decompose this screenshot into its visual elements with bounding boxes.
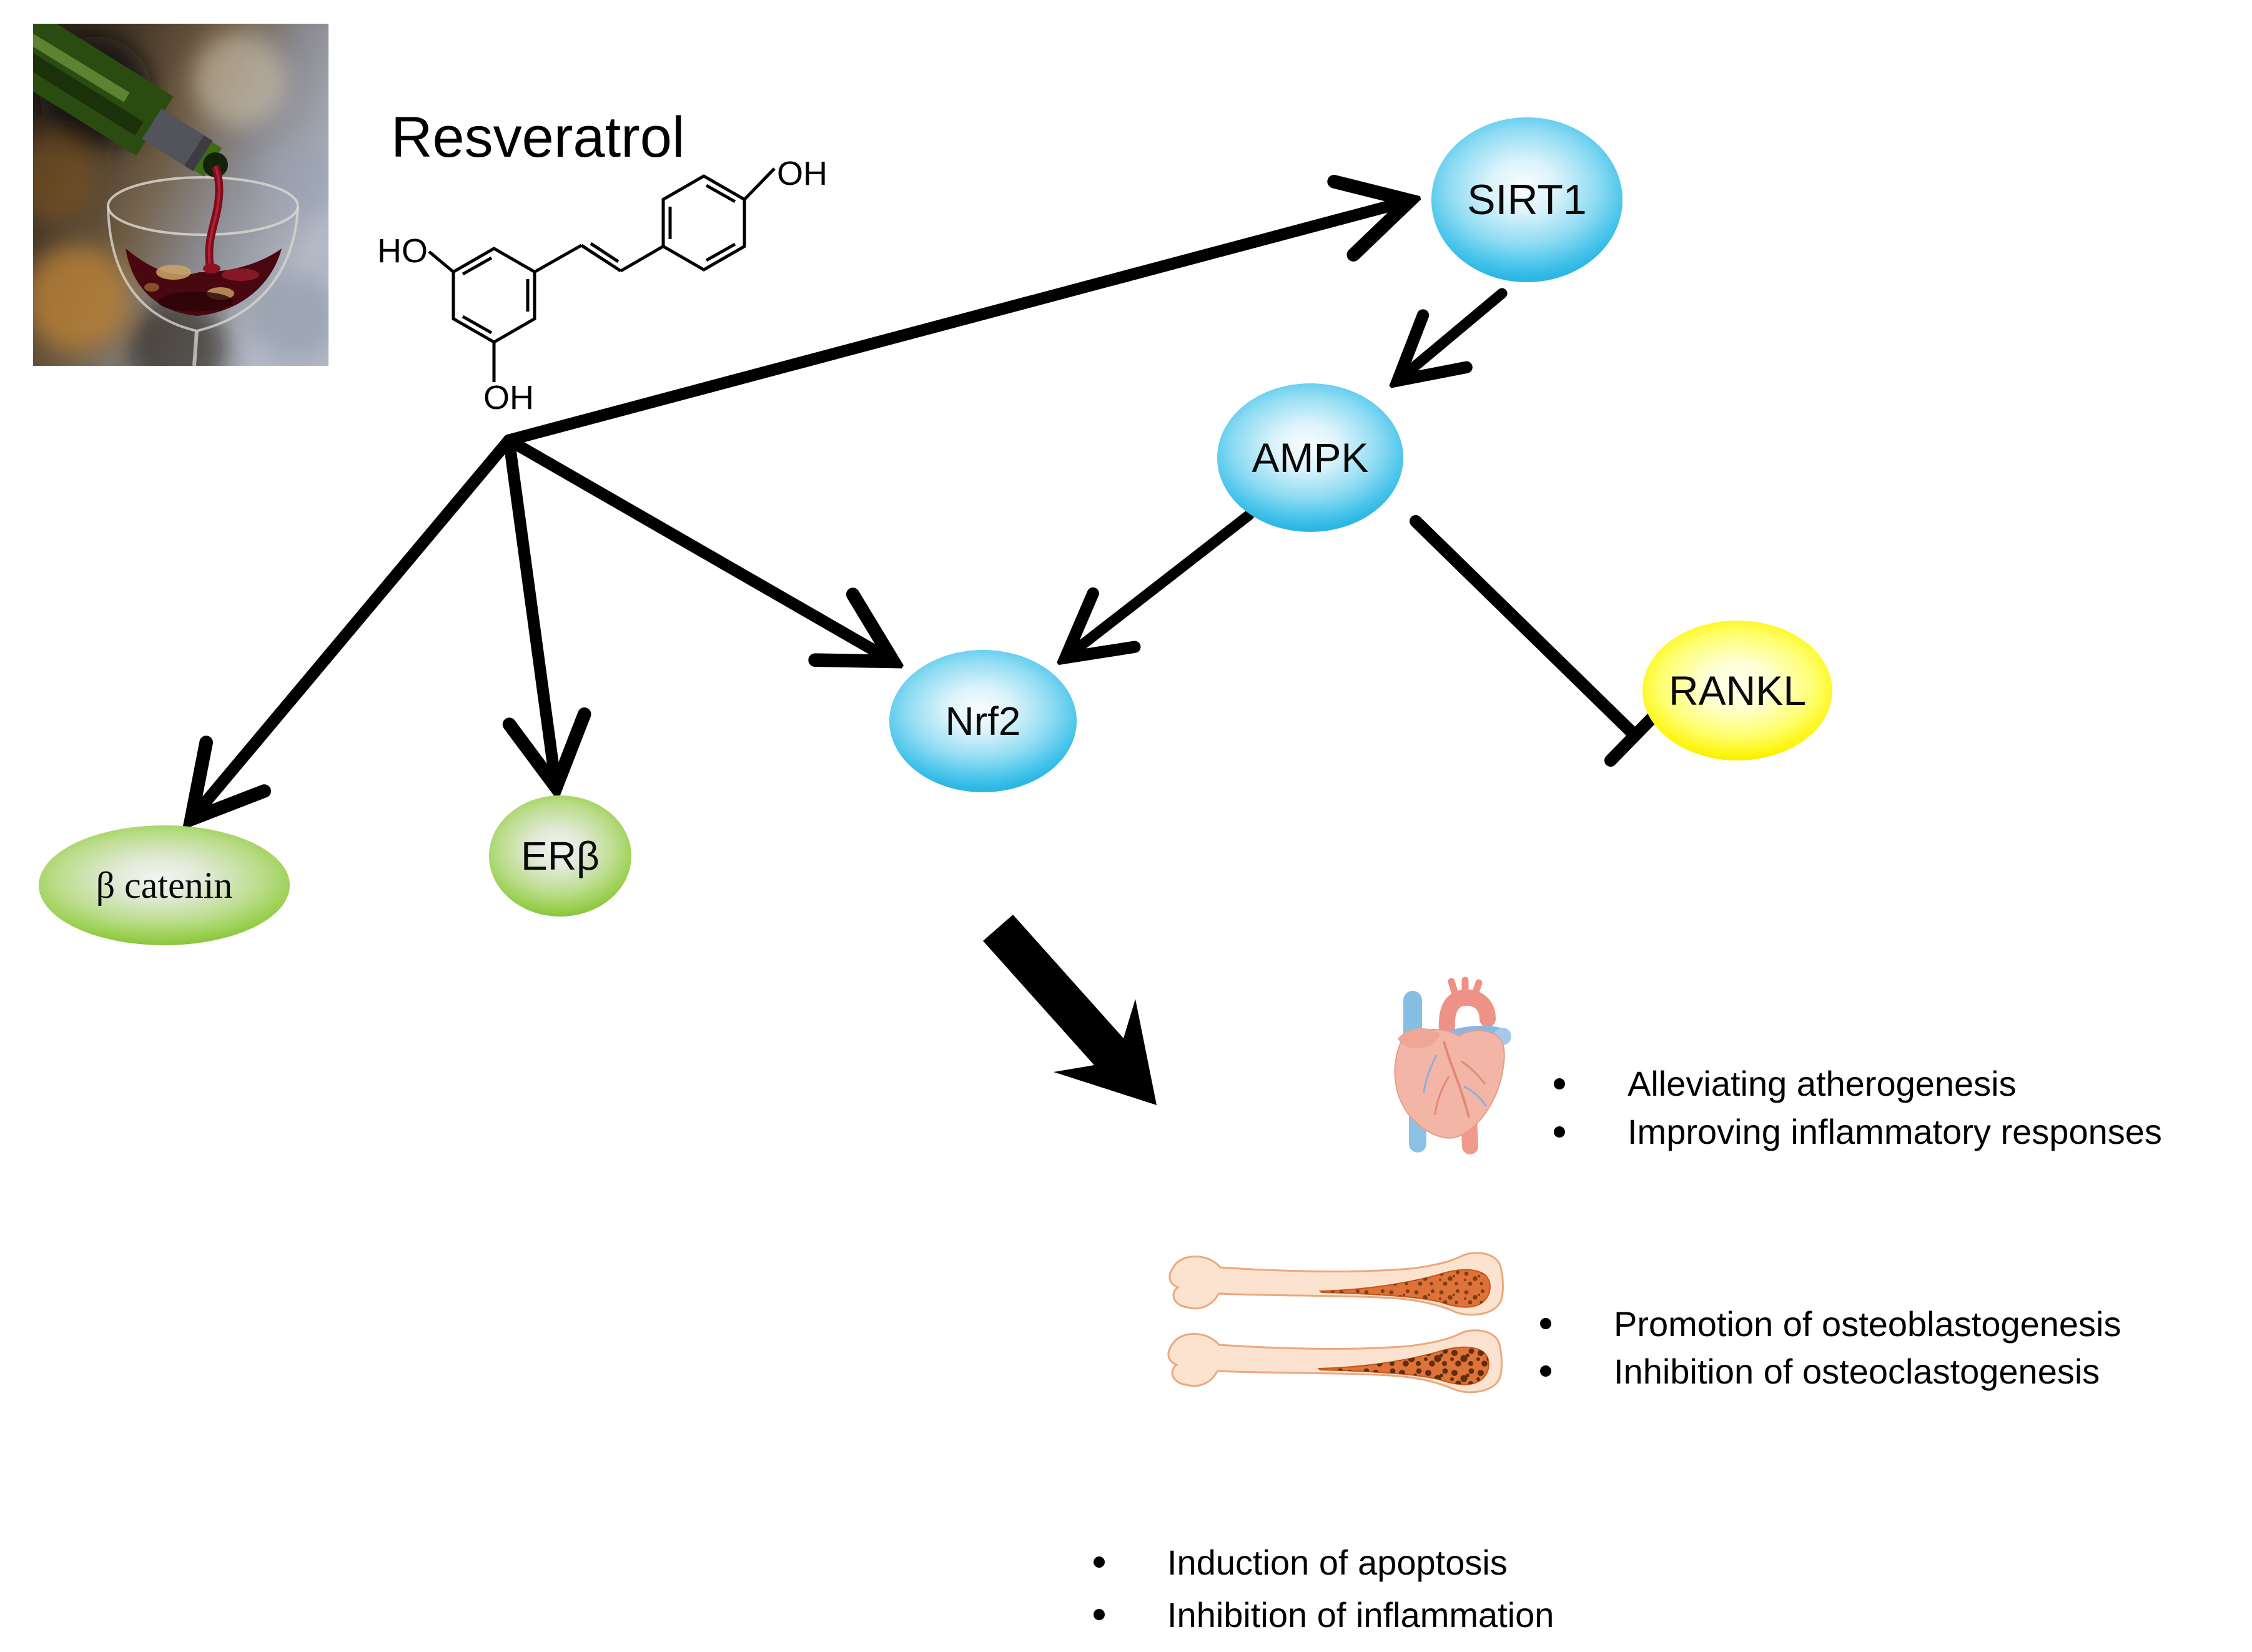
node-ampk: AMPK	[1217, 383, 1403, 532]
wine-stream	[203, 164, 224, 273]
thick-arrow-nrf2-to-outcomes	[983, 915, 1157, 1105]
node-beta-catenin: β catenin	[39, 825, 290, 945]
node-er-beta-label: ERβ	[521, 833, 600, 878]
bullet-dot	[1094, 1556, 1105, 1568]
list-item: Inhibition of osteoclastogenesis	[1540, 1347, 2121, 1395]
hydroxyl-bottom-label: OH	[483, 379, 534, 416]
bullet-dot	[1540, 1365, 1551, 1377]
bone-icon-healthy	[1168, 1252, 1504, 1316]
bullet-dot	[1554, 1078, 1565, 1089]
arrow-ampk-to-nrf2	[1067, 509, 1255, 657]
wine-bottle	[33, 24, 228, 177]
arrow-resveratrol-to-sirt1	[503, 201, 1408, 446]
list-item: Induction of apoptosis	[1094, 1536, 1554, 1588]
cardio-outcome-1: Alleviating atherogenesis	[1627, 1064, 2017, 1103]
arrow-resveratrol-to-er-beta	[509, 434, 556, 785]
bullet-dot	[1094, 1609, 1105, 1620]
node-sirt1: SIRT1	[1431, 117, 1622, 282]
general-outcome-1: Induction of apoptosis	[1167, 1542, 1508, 1582]
node-er-beta: ERβ	[489, 795, 631, 917]
list-item: Inhibition of inflammation	[1094, 1588, 1554, 1641]
arrow-resveratrol-to-beta-catenin	[192, 434, 515, 818]
bone-outcomes-list: Promotion of osteoblastogenesis Inhibiti…	[1540, 1300, 2121, 1395]
arrow-sirt1-to-ampk	[1399, 288, 1508, 380]
general-outcome-2: Inhibition of inflammation	[1167, 1595, 1554, 1635]
heart-icon	[1394, 976, 1511, 1154]
resveratrol-structure-icon: HO OH OH	[377, 155, 827, 416]
figure-title: Resveratrol	[391, 106, 685, 169]
hydroxyl-right-label: OH	[777, 155, 827, 192]
node-nrf2-label: Nrf2	[945, 699, 1021, 744]
bone-outcome-1: Promotion of osteoblastogenesis	[1614, 1304, 2121, 1344]
cardio-outcome-2: Improving inflammatory responses	[1627, 1112, 2162, 1151]
node-rankl: RANKL	[1642, 621, 1832, 760]
bullet-dot	[1554, 1126, 1565, 1138]
cardio-outcomes-list: Alleviating atherogenesis Improving infl…	[1554, 1060, 2162, 1156]
node-beta-catenin-label: β catenin	[96, 864, 233, 906]
general-outcomes-list: Induction of apoptosis Inhibition of inf…	[1094, 1536, 1554, 1641]
list-item: Promotion of osteoblastogenesis	[1540, 1300, 2121, 1347]
hydroxyl-left-label: HO	[377, 232, 428, 270]
list-item: Alleviating atherogenesis	[1554, 1060, 2162, 1108]
node-sirt1-label: SIRT1	[1467, 176, 1587, 224]
node-rankl-label: RANKL	[1668, 667, 1807, 714]
node-ampk-label: AMPK	[1252, 435, 1369, 481]
bone-icon-osteoporotic	[1167, 1329, 1503, 1394]
wine-glass	[107, 176, 299, 366]
arrow-resveratrol-to-nrf2	[503, 434, 892, 661]
node-nrf2: Nrf2	[889, 650, 1077, 792]
inhibition-ampk-to-rankl	[1410, 515, 1666, 767]
bullet-dot	[1540, 1318, 1551, 1329]
list-item: Improving inflammatory responses	[1554, 1108, 2162, 1156]
wine-photo-icon	[33, 24, 328, 366]
bone-outcome-2: Inhibition of osteoclastogenesis	[1614, 1351, 2100, 1391]
